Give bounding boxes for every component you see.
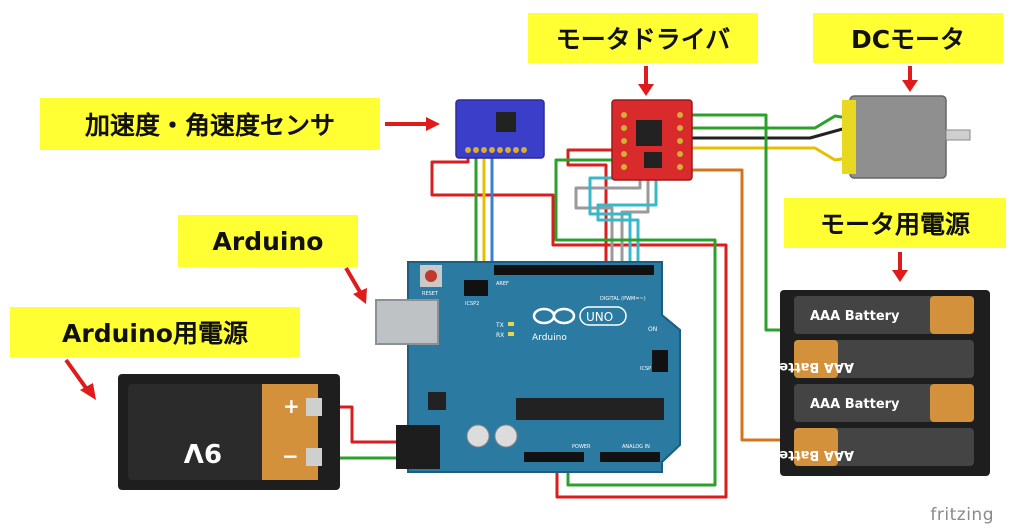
aaa-battery-3: AAA Battery bbox=[794, 384, 974, 422]
dc-motor bbox=[842, 95, 971, 179]
arrow-arduino bbox=[344, 266, 362, 294]
sensor-chip bbox=[496, 112, 516, 132]
wire-power-green bbox=[688, 113, 790, 332]
uno-label: UNO bbox=[586, 310, 613, 324]
arrow-arduino-head bbox=[353, 288, 367, 304]
aaa-battery-pack: AAA Battery AAA Battery AAA Battery AAA … bbox=[764, 290, 990, 476]
aaa-battery-1: AAA Battery bbox=[794, 296, 974, 334]
icsp-header bbox=[652, 350, 668, 372]
wire-motor-green bbox=[688, 114, 849, 130]
atmega-chip bbox=[516, 398, 664, 420]
label-arduino: Arduino bbox=[178, 215, 358, 267]
analog-in-label: ANALOG IN bbox=[622, 444, 650, 450]
capacitor-2 bbox=[494, 424, 518, 448]
9v-text: 9V bbox=[184, 437, 222, 467]
motor-endcap bbox=[842, 100, 856, 174]
arrow-dc-motor-head bbox=[902, 80, 918, 92]
label-dc-motor: DCモータ bbox=[813, 13, 1003, 63]
arrow-imu-sensor-head bbox=[426, 117, 440, 131]
wire-driver-red bbox=[566, 148, 616, 272]
label-arduino-power: Arduino用電源 bbox=[10, 307, 300, 357]
wire-driver-gray-2 bbox=[620, 172, 650, 272]
analog-header bbox=[600, 452, 660, 462]
label-motor-driver: モータドライバ bbox=[528, 13, 758, 63]
fritzing-watermark: fritzing bbox=[930, 505, 994, 525]
on-label: ON bbox=[648, 326, 657, 333]
aaa-battery-4: AAA Battery bbox=[764, 428, 974, 466]
9v-terminal-minus bbox=[306, 448, 322, 466]
arduino-board: RESET ICSP2 AREF DIGITAL (PWM=~) TX RX A… bbox=[375, 261, 681, 473]
digital-header bbox=[494, 265, 654, 275]
aaa-battery-1-label: AAA Battery bbox=[810, 309, 900, 324]
small-chip bbox=[428, 392, 446, 410]
arduino-logo-icon bbox=[532, 307, 576, 325]
driver-pins bbox=[621, 112, 683, 170]
aaa-battery-2-label: AAA Battery bbox=[764, 359, 854, 374]
sensor-pins bbox=[465, 147, 527, 153]
9v-minus: − bbox=[282, 444, 299, 468]
power-header bbox=[524, 452, 584, 462]
dc-jack bbox=[396, 425, 440, 469]
aref-label: AREF bbox=[496, 281, 509, 287]
motor-shaft bbox=[945, 129, 971, 141]
label-imu-sensor: 加速度・角速度センサ bbox=[40, 98, 380, 150]
9v-plus: + bbox=[283, 394, 300, 418]
rx-label: RX bbox=[496, 332, 504, 339]
wire-motor-black bbox=[688, 126, 847, 140]
9v-battery-pack: 9V + − bbox=[118, 374, 340, 490]
driver-chip-small bbox=[644, 152, 662, 168]
arrow-motor-driver-head bbox=[638, 84, 654, 96]
tx-led bbox=[508, 322, 514, 326]
wire-power-orange bbox=[688, 168, 790, 442]
usb-connector bbox=[375, 299, 439, 345]
tx-label: TX bbox=[495, 322, 504, 329]
uno-badge bbox=[579, 306, 627, 326]
motor-body bbox=[849, 95, 947, 179]
icsp2-header bbox=[464, 280, 488, 296]
driver-chip bbox=[636, 120, 662, 146]
wire-driver-cyan-2 bbox=[596, 172, 658, 272]
arduino-logo-text: Arduino bbox=[532, 333, 567, 343]
label-motor-power: モータ用電源 bbox=[784, 198, 1006, 248]
wire-driver-green bbox=[554, 158, 717, 487]
capacitor-1 bbox=[466, 424, 490, 448]
digital-label: DIGITAL (PWM=~) bbox=[600, 296, 646, 302]
aaa-battery-2: AAA Battery bbox=[764, 340, 974, 378]
icsp-label: ICSP bbox=[640, 366, 651, 372]
arrow-motor-power-head bbox=[892, 270, 908, 282]
icsp2-label: ICSP2 bbox=[465, 301, 479, 307]
9v-terminal-plus bbox=[306, 398, 322, 416]
arrow-arduino-power bbox=[64, 358, 88, 390]
reset-label: RESET bbox=[422, 291, 439, 297]
aaa-battery-4-label: AAA Battery bbox=[764, 447, 854, 462]
pointer-arrows bbox=[64, 66, 918, 400]
motor-driver-board bbox=[611, 99, 693, 181]
wires bbox=[320, 113, 849, 499]
aaa-battery-3-label: AAA Battery bbox=[810, 397, 900, 412]
rx-led bbox=[508, 332, 514, 336]
power-label: POWER bbox=[572, 444, 591, 450]
wire-motor-yellow bbox=[688, 146, 849, 162]
reset-button[interactable] bbox=[425, 270, 437, 282]
imu-sensor-board bbox=[455, 99, 545, 159]
arrow-arduino-power-head bbox=[80, 383, 96, 400]
wire-sensor-red bbox=[430, 158, 728, 499]
